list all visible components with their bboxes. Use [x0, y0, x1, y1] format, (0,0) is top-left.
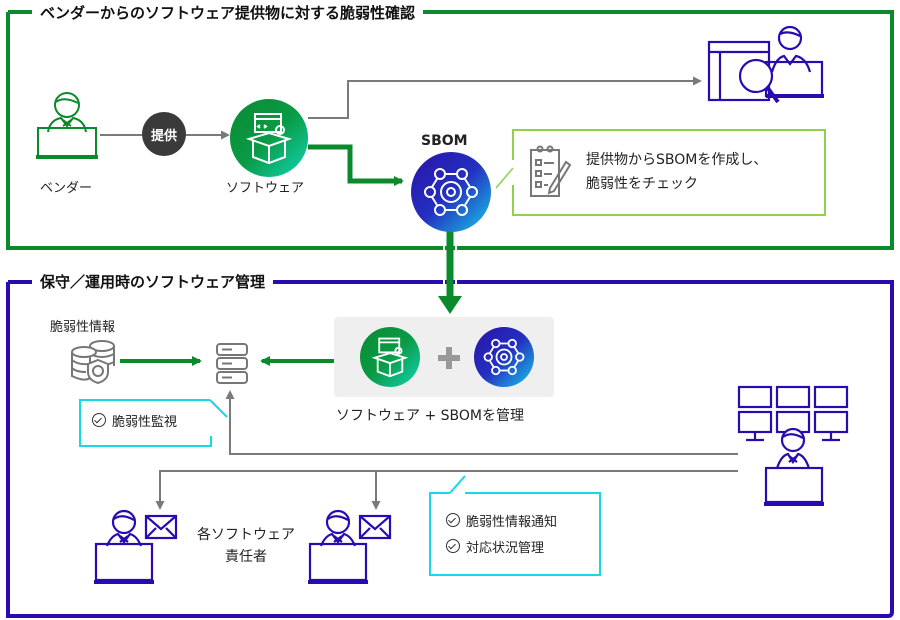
database-shield-icon [71, 340, 115, 384]
owner-mail-icon [94, 509, 178, 584]
analyst-magnifier-icon [707, 25, 824, 104]
owners-label-line-1: 各ソフトウェア [197, 527, 295, 543]
software-to-analyst-connector [308, 76, 702, 119]
sbom-label: SBOM [421, 133, 468, 149]
software-box-icon [245, 113, 293, 165]
sbom-callout-frame [512, 129, 826, 216]
owners-label-line-2: 責任者 [225, 549, 267, 565]
monitoring-operator-icon [737, 385, 849, 506]
check-circle-icon [446, 513, 460, 527]
provide-badge-label: 提供 [150, 129, 177, 144]
manage-label: ソフトウェア + SBOMを管理 [336, 408, 524, 424]
bottom-section-title: 保守／運用時のソフトウェア管理 [32, 272, 274, 292]
software-label: ソフトウェア [226, 181, 305, 196]
top-section-title: ベンダーからのソフトウェア提供物に対する脆弱性確認 [32, 3, 424, 23]
check-circle-icon [446, 539, 460, 553]
vendor-label: ベンダー [40, 181, 93, 196]
sbom-callout-line-1: 提供物からSBOMを作成し、 [586, 152, 768, 168]
server-icon [216, 343, 248, 384]
software-icon-circle [230, 99, 308, 177]
managed-sbom-circle [474, 327, 534, 387]
managed-software-circle [360, 327, 420, 387]
vendor-person-laptop-icon [36, 92, 98, 159]
sbom-gear-network-icon [483, 338, 525, 376]
notify-callout-item: 脆弱性情報通知 [446, 511, 557, 535]
operator-to-owners-connector [155, 470, 738, 510]
vuln-info-label: 脆弱性情報 [50, 320, 116, 335]
operator-to-server-connector [225, 390, 738, 455]
sbom-callout-pointer [495, 167, 514, 189]
sbom-gear-network-icon [424, 168, 478, 216]
monitor-callout-frame [79, 399, 212, 447]
software-box-icon [371, 337, 409, 378]
provide-badge [142, 112, 186, 156]
check-circle-icon [92, 413, 106, 427]
owner-mail-icon [308, 509, 392, 584]
sbom-icon-circle [411, 152, 491, 232]
top-section-frame [6, 10, 894, 250]
notify-callout-frame [429, 492, 601, 576]
software-to-sbom-arrow [308, 144, 404, 186]
notify-callout-item: 対応状況管理 [446, 537, 544, 561]
clipboard-pen-icon [530, 145, 572, 197]
sbom-callout-line-2: 脆弱性をチェック [586, 176, 698, 192]
plus-icon [438, 347, 460, 369]
monitor-callout-text: 脆弱性監視 [92, 411, 177, 435]
bottom-section-frame [6, 280, 894, 618]
sbom-down-arrowhead [438, 296, 462, 314]
